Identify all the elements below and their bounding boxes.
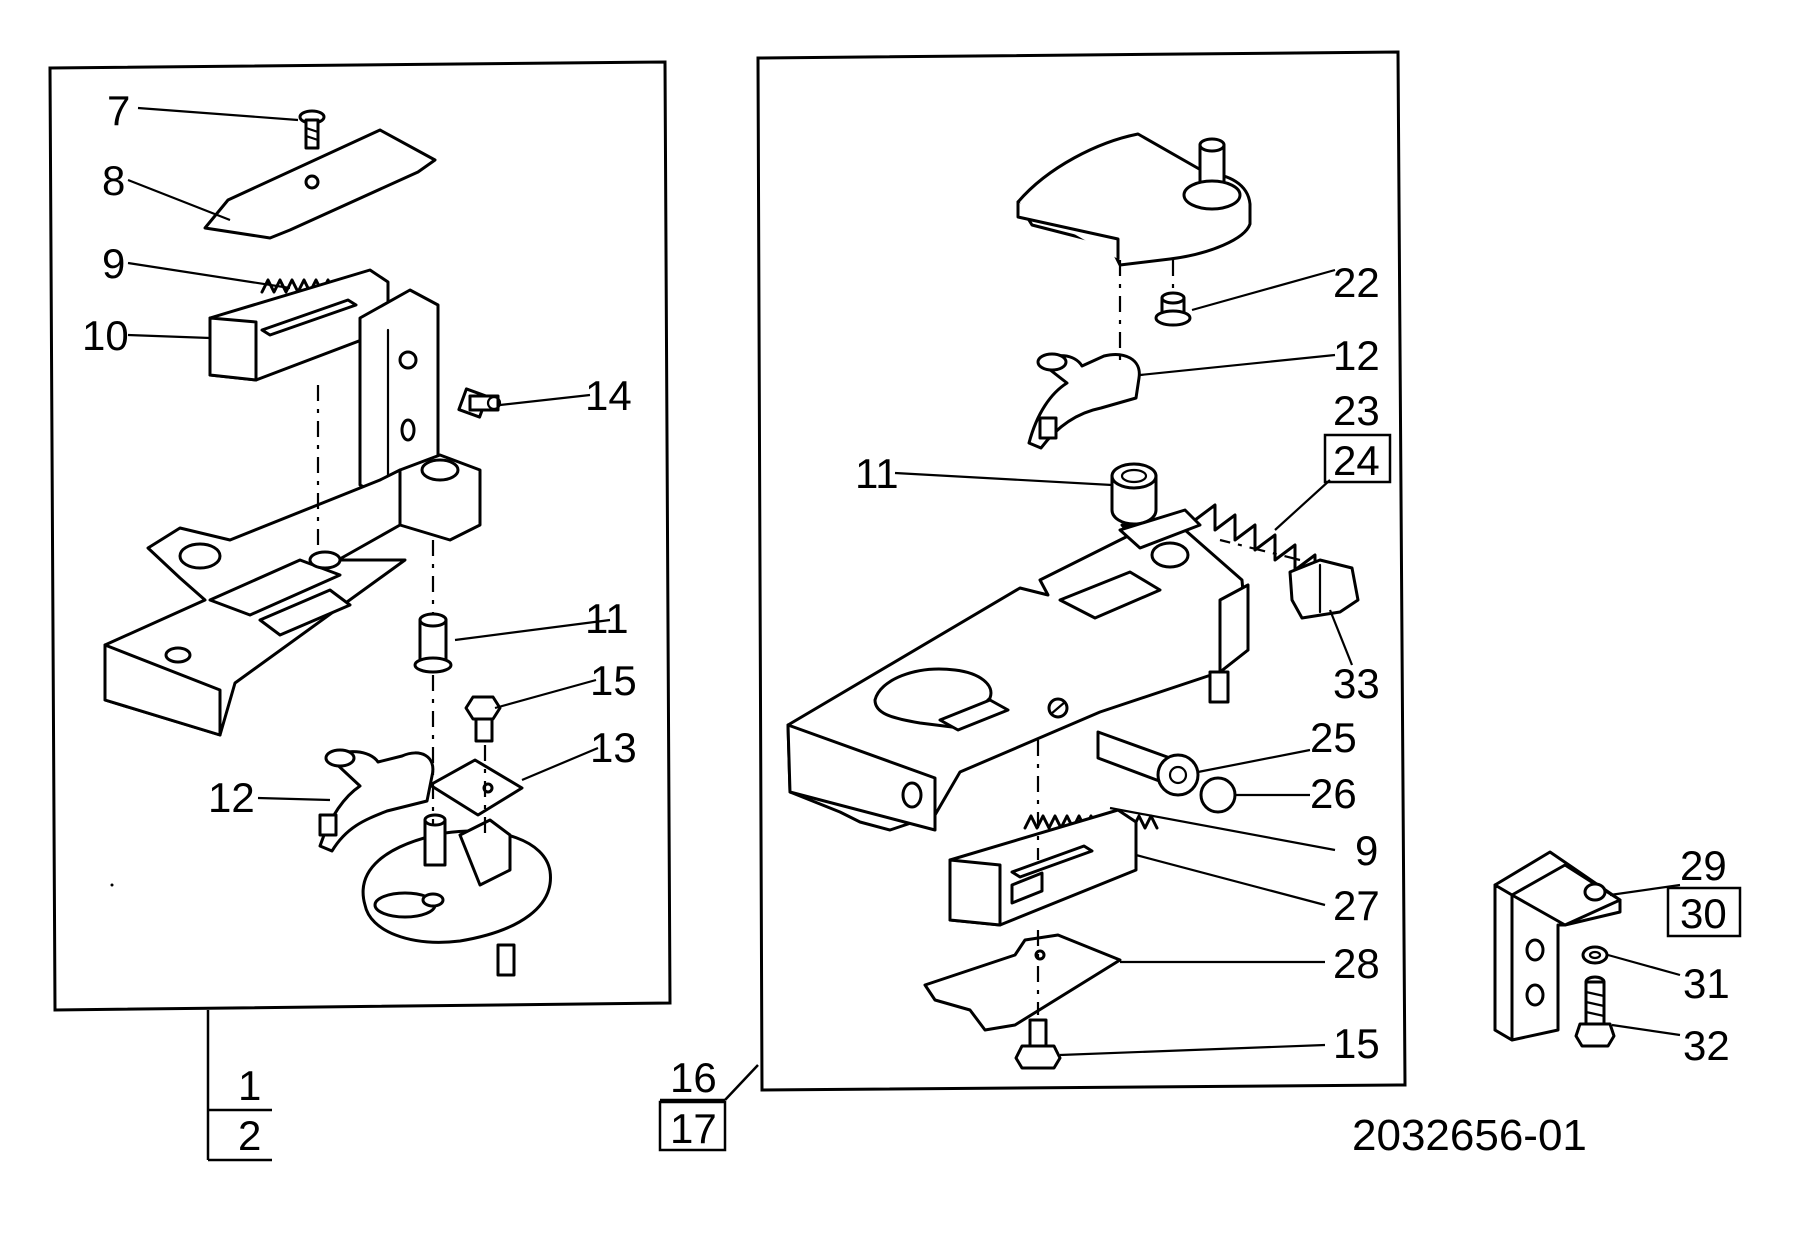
- part-32-screw: [1574, 975, 1616, 1048]
- label-12: 12: [208, 774, 255, 821]
- base-plate: [103, 453, 482, 737]
- group-number-1: 1: [238, 1062, 261, 1109]
- label-13: 13: [590, 724, 637, 771]
- part-27-slider: [948, 808, 1138, 927]
- part-15-screw: [464, 695, 502, 743]
- part-11-bushing-center: [1110, 462, 1158, 526]
- label-8: 8: [102, 157, 125, 204]
- label-15: 15: [590, 657, 637, 704]
- label-33: 33: [1333, 660, 1380, 707]
- bracket-upright: [358, 288, 440, 502]
- part-10-slider: [208, 268, 390, 382]
- label-28: 28: [1333, 940, 1380, 987]
- group-number-17: 17: [670, 1105, 717, 1152]
- part-25-screw: [1096, 730, 1200, 797]
- part-26-cap: [1199, 776, 1237, 814]
- part-22-pin: [1154, 291, 1192, 327]
- bottom-disc: [361, 813, 552, 977]
- part-15-screw-center: [1014, 1018, 1062, 1070]
- part-12-lever-center: [1027, 352, 1141, 450]
- label-7: 7: [107, 87, 130, 134]
- part-13-plate: [428, 758, 524, 817]
- label-27: 27: [1333, 882, 1380, 929]
- label-26: 26: [1310, 770, 1357, 817]
- label-9: 9: [102, 240, 125, 287]
- label-14: 14: [585, 372, 632, 419]
- label-25: 25: [1310, 714, 1357, 761]
- group-number-16: 16: [670, 1054, 717, 1101]
- left-assembly: 7 8 9 10 14 11 15 13 12 1 2: [48, 60, 672, 1162]
- drawing-number: 2032656-01: [1352, 1111, 1587, 1160]
- label-9-center: 9: [1355, 827, 1378, 874]
- part-14-screw: [457, 387, 502, 419]
- part-7-screw: [298, 109, 326, 150]
- label-30: 30: [1680, 890, 1727, 937]
- label-24: 24: [1333, 437, 1380, 484]
- part-28-plate: [923, 933, 1122, 1032]
- label-11-center: 11: [855, 450, 899, 497]
- label-10: 10: [82, 312, 129, 359]
- part-11-bushing: [413, 612, 453, 674]
- label-15-center: 15: [1333, 1020, 1380, 1067]
- right-bracket-part: 29 30 31 32: [1493, 842, 1742, 1069]
- part-31-washer: [1581, 945, 1609, 965]
- part-12-lever: [318, 748, 435, 853]
- group-number-2: 2: [238, 1112, 261, 1159]
- top-cover: [1016, 132, 1252, 267]
- label-31: 31: [1683, 960, 1730, 1007]
- part-33-knob: [1288, 558, 1360, 620]
- label-12-center: 12: [1333, 332, 1380, 379]
- label-29: 29: [1680, 842, 1727, 889]
- label-23: 23: [1333, 387, 1380, 434]
- label-22: 22: [1333, 259, 1380, 306]
- label-32: 32: [1683, 1022, 1730, 1069]
- part-8-plate: [203, 128, 437, 240]
- main-body: [786, 508, 1250, 832]
- center-assembly: 22 12 23 24 11 33 25 26 9 27 28 15 16 17: [658, 50, 1407, 1152]
- label-11: 11: [585, 595, 629, 642]
